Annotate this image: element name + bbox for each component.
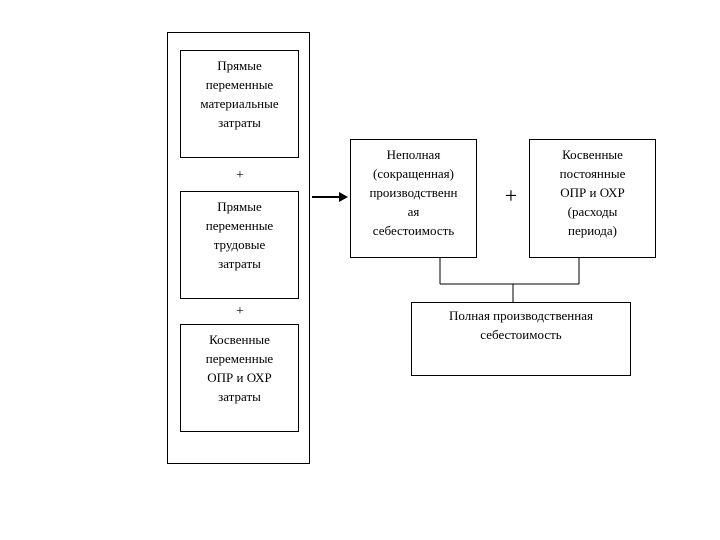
plus-sign-1: +: [236, 168, 244, 183]
partial-production-cost-box: Неполная (сокращенная) производственн ая…: [350, 139, 477, 258]
full-production-cost-box: Полная производственная себестоимость: [411, 302, 631, 376]
direct-labor-costs-box: Прямые переменные трудовые затраты: [180, 191, 299, 299]
full-production-cost-label: Полная производственная себестоимость: [449, 308, 593, 342]
indirect-variable-costs-box: Косвенные переменные ОПР и ОХР затраты: [180, 324, 299, 432]
indirect-fixed-costs-label: Косвенные постоянные ОПР и ОХР (расходы …: [559, 147, 626, 238]
direct-material-costs-label: Прямые переменные материальные затраты: [200, 58, 279, 130]
plus-sign-3: +: [504, 183, 518, 208]
plus-sign-2: +: [236, 304, 244, 319]
indirect-fixed-costs-box: Косвенные постоянные ОПР и ОХР (расходы …: [529, 139, 656, 258]
partial-production-cost-label: Неполная (сокращенная) производственн ая…: [369, 147, 458, 238]
indirect-variable-costs-label: Косвенные переменные ОПР и ОХР затраты: [205, 332, 274, 404]
direct-material-costs-box: Прямые переменные материальные затраты: [180, 50, 299, 158]
arrow-head: [339, 192, 348, 202]
direct-labor-costs-label: Прямые переменные трудовые затраты: [205, 199, 274, 271]
